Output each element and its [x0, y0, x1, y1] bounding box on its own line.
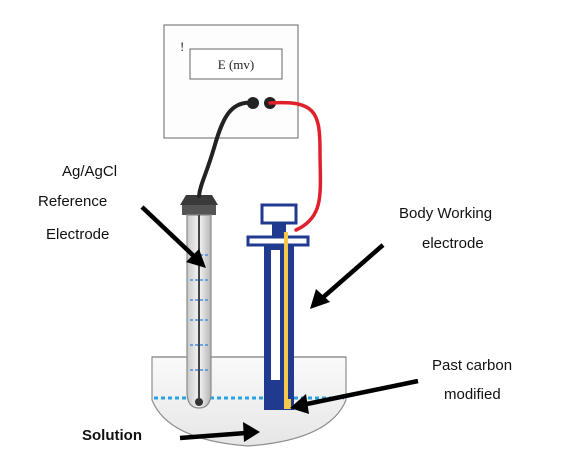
black-wire [197, 100, 255, 198]
reference-arrow-head [186, 249, 206, 268]
label-reference-line3: Electrode [46, 226, 110, 243]
reference-collar [182, 205, 216, 215]
voltmeter-tick-mark: ! [180, 39, 184, 54]
reference-arrow-shaft [140, 205, 200, 262]
voltmeter-display [189, 48, 283, 80]
working-arrow-shaft [318, 243, 385, 302]
voltmeter-display-text: E (mv) [218, 57, 254, 72]
voltmeter: E (mv) ! [163, 24, 299, 139]
label-arrows [140, 205, 419, 442]
reference-tip [195, 398, 203, 406]
working-top-cap [260, 203, 298, 225]
voltmeter-body [163, 24, 299, 139]
red-wire [268, 100, 323, 232]
label-solution: Solution [82, 427, 142, 444]
working-electrode [246, 203, 310, 410]
working-inner-channel [271, 250, 280, 380]
solution-arrow-shaft [179, 430, 247, 441]
label-paste-line1: Past carbon [432, 357, 513, 374]
solution-arrow-head [243, 422, 260, 442]
label-reference-line1: Ag/AgCl [62, 163, 118, 180]
working-flange [246, 235, 310, 247]
paste-arrow-shaft [301, 378, 419, 408]
working-arrow-head [310, 289, 330, 309]
reference-cap [180, 195, 218, 205]
label-reference-line2: Reference [38, 193, 108, 210]
label-paste-line2: modified [444, 386, 501, 403]
working-core-wire [284, 232, 288, 407]
label-working-line1: Body Working [399, 205, 493, 222]
working-paste-tip [284, 399, 291, 409]
paste-arrow-head [290, 394, 309, 414]
label-working-line2: electrode [422, 235, 484, 252]
working-neck [272, 223, 286, 237]
